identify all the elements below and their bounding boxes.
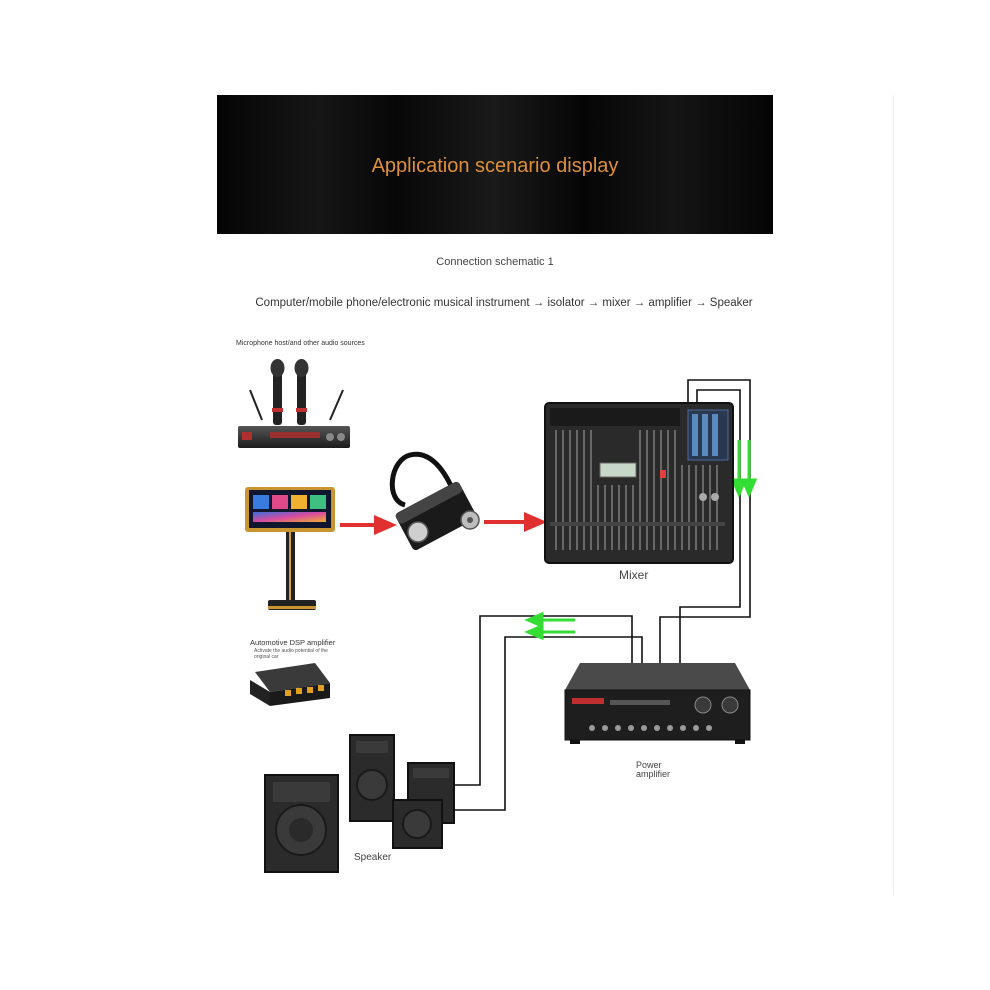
speaker-icon-tall: [349, 734, 395, 822]
power-amplifier-icon: [564, 663, 751, 744]
mixer-label: Mixer: [619, 568, 649, 582]
audio-sources-label: Microphone host/and other audio sources: [236, 340, 365, 347]
amp-knobs: [589, 725, 712, 731]
mixer-channel-strips: [555, 430, 718, 550]
speaker-icon-small: [392, 799, 443, 849]
green-arrows: [524, 440, 758, 641]
schematic-subtitle: Connection schematic 1: [436, 256, 554, 268]
microphone-receiver-icon: [238, 359, 350, 448]
red-arrows: [340, 511, 547, 536]
dsp-amplifier-caption: Activate the audio potential of the orig…: [254, 648, 328, 660]
dsp-amplifier-icon: [250, 663, 330, 706]
isolator-icon: [389, 451, 480, 551]
karaoke-screen-icon: [245, 487, 335, 610]
power-amp-label-2: amplifier: [636, 769, 671, 779]
banner: Application scenario display: [217, 95, 773, 234]
speaker-label: Speaker: [354, 852, 392, 863]
page-divider: [893, 95, 894, 895]
signal-flow-text: Computer/mobile phone/electronic musical…: [255, 297, 753, 309]
banner-title: Application scenario display: [371, 155, 619, 177]
power-amp-label-1: Power: [636, 760, 662, 770]
speaker-icon-large: [264, 774, 339, 873]
dsp-amplifier-label: Automotive DSP amplifier: [250, 638, 336, 647]
mixer-icon: [544, 402, 734, 564]
signal-cables: [453, 379, 751, 811]
